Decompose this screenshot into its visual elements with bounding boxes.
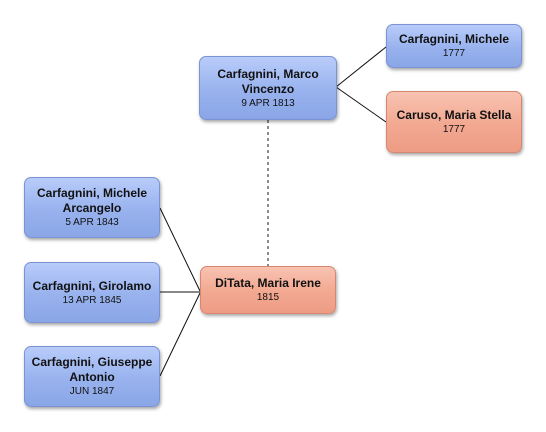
person-node-michele-sr[interactable]: Carfagnini, Michele 1777 bbox=[386, 24, 522, 68]
irene-to-giuseppe-antonio-line bbox=[159, 292, 201, 377]
irene-to-michele-arcangelo-line bbox=[159, 207, 201, 292]
person-node-girolamo[interactable]: Carfagnini, Girolamo 13 APR 1845 bbox=[24, 262, 160, 323]
person-node-maria-irene[interactable]: DiTata, Maria Irene 1815 bbox=[200, 266, 336, 314]
person-name: Carfagnini, Michele Arcangelo bbox=[36, 186, 148, 215]
person-node-michele-arcangelo[interactable]: Carfagnini, Michele Arcangelo 5 APR 1843 bbox=[24, 177, 160, 238]
marco-to-mother-line bbox=[335, 86, 387, 123]
person-name: Carfagnini, Marco Vincenzo bbox=[217, 66, 319, 96]
person-name: Carfagnini, Giuseppe Antonio bbox=[31, 355, 153, 384]
person-name: Caruso, Maria Stella bbox=[396, 108, 512, 122]
person-date: 9 APR 1813 bbox=[241, 97, 295, 109]
person-name: Carfagnini, Michele bbox=[398, 32, 510, 46]
person-node-maria-stella[interactable]: Caruso, Maria Stella 1777 bbox=[386, 91, 522, 153]
person-name: Carfagnini, Girolamo bbox=[32, 278, 152, 293]
person-date: 5 APR 1843 bbox=[65, 217, 119, 228]
person-node-giuseppe-antonio[interactable]: Carfagnini, Giuseppe Antonio JUN 1847 bbox=[24, 346, 160, 407]
person-date: 13 APR 1845 bbox=[62, 294, 122, 306]
person-date: JUN 1847 bbox=[69, 386, 115, 397]
person-name: DiTata, Maria Irene bbox=[215, 276, 321, 290]
person-date: 1777 bbox=[442, 124, 466, 135]
marco-to-father-line bbox=[335, 46, 387, 88]
person-date: 1815 bbox=[256, 292, 280, 303]
person-node-marco-vincenzo[interactable]: Carfagnini, Marco Vincenzo 9 APR 1813 bbox=[199, 56, 337, 120]
person-date: 1777 bbox=[442, 48, 466, 59]
